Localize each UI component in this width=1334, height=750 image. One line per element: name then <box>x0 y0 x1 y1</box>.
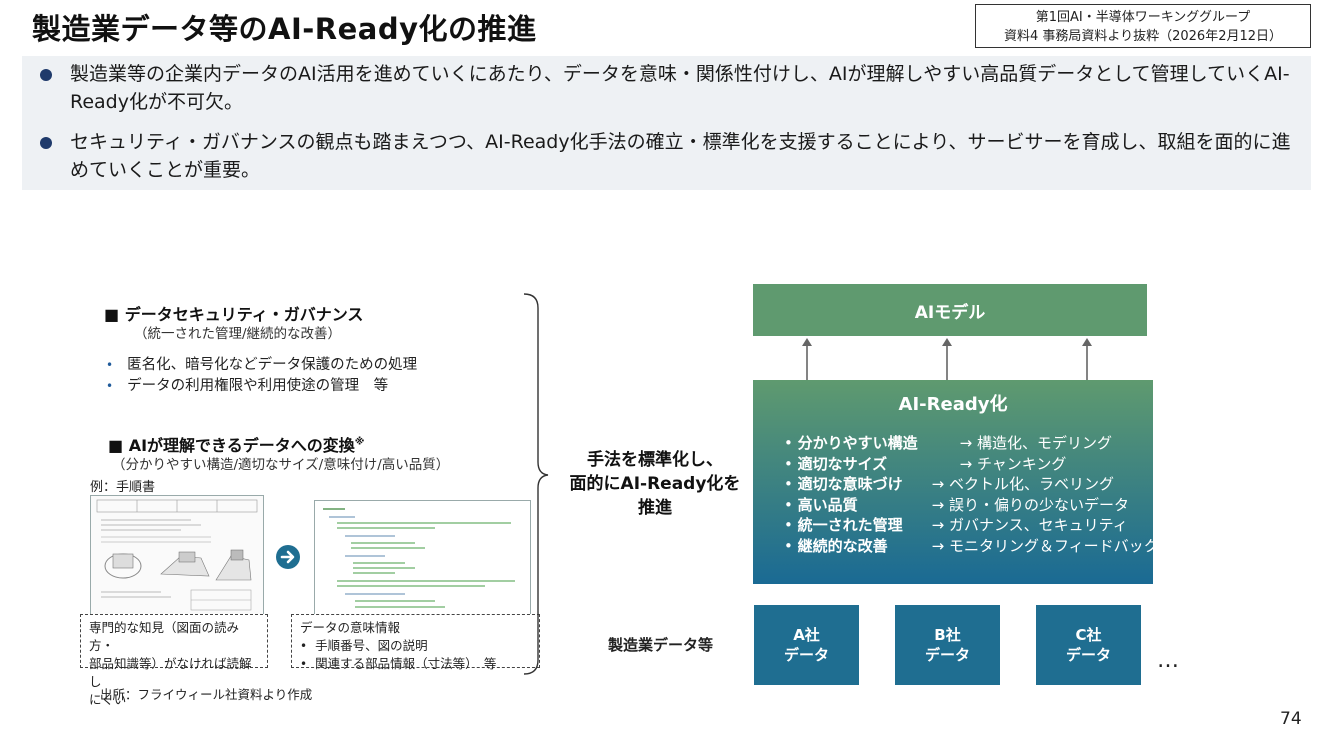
ready-item: • 適切な意味づけ→ ベクトル化、ラベリング <box>784 475 1114 493</box>
standardize-text: 手法を標準化し、 面的にAI-Ready化を 推進 <box>569 450 741 518</box>
bullet-dot-icon: • <box>300 639 308 653</box>
ready-item: • 継続的な改善→ モニタリング＆フィードバック <box>784 536 1159 555</box>
summary-panel: 製造業等の企業内データのAI活用を進めていくにあたり、データを意味・関係性付けし… <box>22 56 1311 190</box>
security-bullet-1: •匿名化、暗号化などデータ保護のための処理 <box>106 357 418 373</box>
ai-ready-title: AI-Ready化 <box>898 394 1008 415</box>
source-note: 出所：フライウィール社資料より作成 <box>100 687 313 702</box>
note-semantic-box: データの意味情報 •手順番号、図の説明 •関連する部品情報（寸法等） 等 <box>291 614 540 671</box>
ai-conversion-sub: （分かりやすい構造/適切なサイズ/意味付け/高い品質） <box>112 457 450 473</box>
security-sub: （統一された管理/継続的な改善） <box>134 326 342 342</box>
manual-illustration <box>96 499 258 611</box>
json-code-illustration <box>323 508 515 608</box>
company-a-data-box: A社データ <box>754 605 859 685</box>
bullet-dot-icon: • <box>106 379 114 393</box>
more-ellipsis: … <box>1157 648 1179 673</box>
ready-item: • 統一された管理→ ガバナンス、セキュリティ <box>784 516 1128 534</box>
arrow-right-icon <box>276 545 300 569</box>
ready-item: • 適切なサイズ→ チャンキング <box>784 454 1067 473</box>
structured-data-image <box>314 500 531 617</box>
ai-ready-list: • 分かりやすい構造→ 構造化、モデリング • 適切なサイズ→ チャンキング •… <box>784 433 1159 556</box>
ready-item: • 分かりやすい構造→ 構造化、モデリング <box>784 434 1112 452</box>
summary-item-2: セキュリティ・ガバナンスの観点も踏まえつつ、AI-Ready化手法の確立・標準化… <box>40 128 1295 184</box>
ready-item: • 高い品質→ 誤り・偏りの少ないデータ <box>784 495 1129 514</box>
manual-document-image <box>90 495 264 617</box>
source-reference-box: 第1回AI・半導体ワーキンググループ 資料4 事務局資料より抜粋（2026年2月… <box>975 4 1311 48</box>
bullet-dot-icon <box>40 137 52 149</box>
source-line-2: 資料4 事務局資料より抜粋（2026年2月12日） <box>1003 29 1283 44</box>
ai-model-box: AIモデル <box>753 284 1147 336</box>
company-b-data-box: B社データ <box>895 605 1000 685</box>
bullet-dot-icon: • <box>106 358 114 372</box>
note-expertise-box: 専門的な知見（図面の読み方・ 部品知識等）がなければ読解し にくい <box>80 614 268 707</box>
security-heading: ■ データセキュリティ・ガバナンス <box>104 305 364 324</box>
source-line-1: 第1回AI・半導体ワーキンググループ <box>1035 10 1251 25</box>
ai-ready-arrow-shape <box>753 380 1153 584</box>
ai-ready-diagram <box>753 338 1153 584</box>
example-label: 例：手順書 <box>90 480 156 495</box>
ai-conversion-heading: ■ AIが理解できるデータへの変換※ <box>108 436 365 455</box>
company-c-data-box: C社データ <box>1036 605 1141 685</box>
security-bullet-2: •データの利用権限や利用使途の管理 等 <box>106 378 389 394</box>
page-title: 製造業データ等のAI-Ready化の推進 <box>32 12 537 46</box>
right-bracket <box>523 293 549 675</box>
bullet-dot-icon: • <box>300 657 308 671</box>
manufacturing-data-label: 製造業データ等 <box>608 636 714 654</box>
summary-item-1: 製造業等の企業内データのAI活用を進めていくにあたり、データを意味・関係性付けし… <box>40 60 1295 116</box>
page-number: 74 <box>1280 709 1302 729</box>
bullet-dot-icon <box>40 69 52 81</box>
